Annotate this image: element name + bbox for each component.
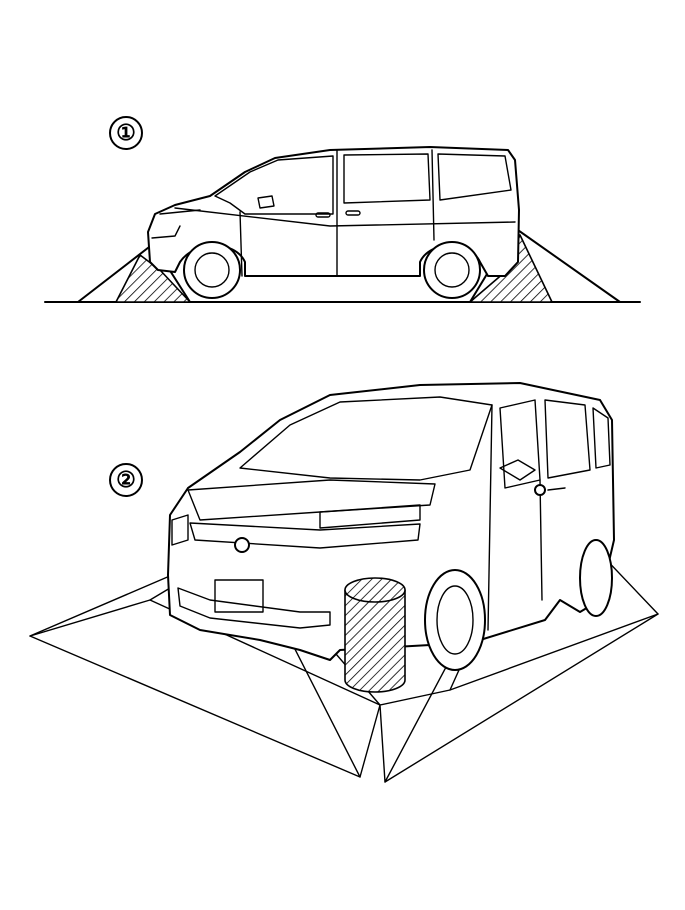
rear-wheel-3q [579, 539, 613, 617]
door-handle-front [315, 212, 331, 218]
side-window-3 [592, 407, 611, 469]
side-fan-inner [449, 613, 659, 691]
door-handle-rear [345, 210, 361, 216]
side-sensor [534, 484, 546, 496]
grille-upper [189, 522, 421, 549]
front-door-line [239, 211, 243, 277]
grille-lower [177, 587, 331, 629]
body-character-line [174, 207, 516, 227]
middle-window [343, 153, 431, 204]
front-wheel [183, 241, 241, 299]
rear-wheel [423, 241, 481, 299]
front-wheel-hub [194, 252, 230, 288]
front-wheel-3q-hub [436, 585, 474, 655]
headlight-left [171, 514, 189, 546]
hood-line [159, 209, 201, 215]
slide-door-line [539, 479, 543, 601]
obstacle-cylinder-icon [344, 577, 406, 693]
panel-1-marker: ① [109, 116, 143, 150]
door-line-3q [487, 404, 493, 631]
obstacle-body [344, 589, 406, 693]
rear-window [437, 153, 512, 201]
front-view-van-icon [29, 382, 659, 783]
front-coverage-fan [29, 544, 361, 778]
headlight-right [319, 504, 421, 529]
side-mirror-3q [499, 459, 536, 481]
front-window [214, 155, 334, 215]
side-window-2 [544, 399, 591, 479]
side-mirror [257, 195, 275, 209]
front-sensor [234, 537, 250, 553]
c-pillar-line [431, 149, 435, 241]
rear-wheel-hub [434, 252, 470, 288]
license-plate [214, 579, 264, 613]
side-view-van-icon [44, 146, 641, 303]
hood [187, 479, 436, 521]
headlight-line [151, 225, 181, 239]
panel-2-marker: ② [109, 463, 143, 497]
door-handle-3q [547, 487, 566, 491]
obstacle-top [344, 577, 406, 603]
front-wheel-3q [424, 569, 486, 671]
